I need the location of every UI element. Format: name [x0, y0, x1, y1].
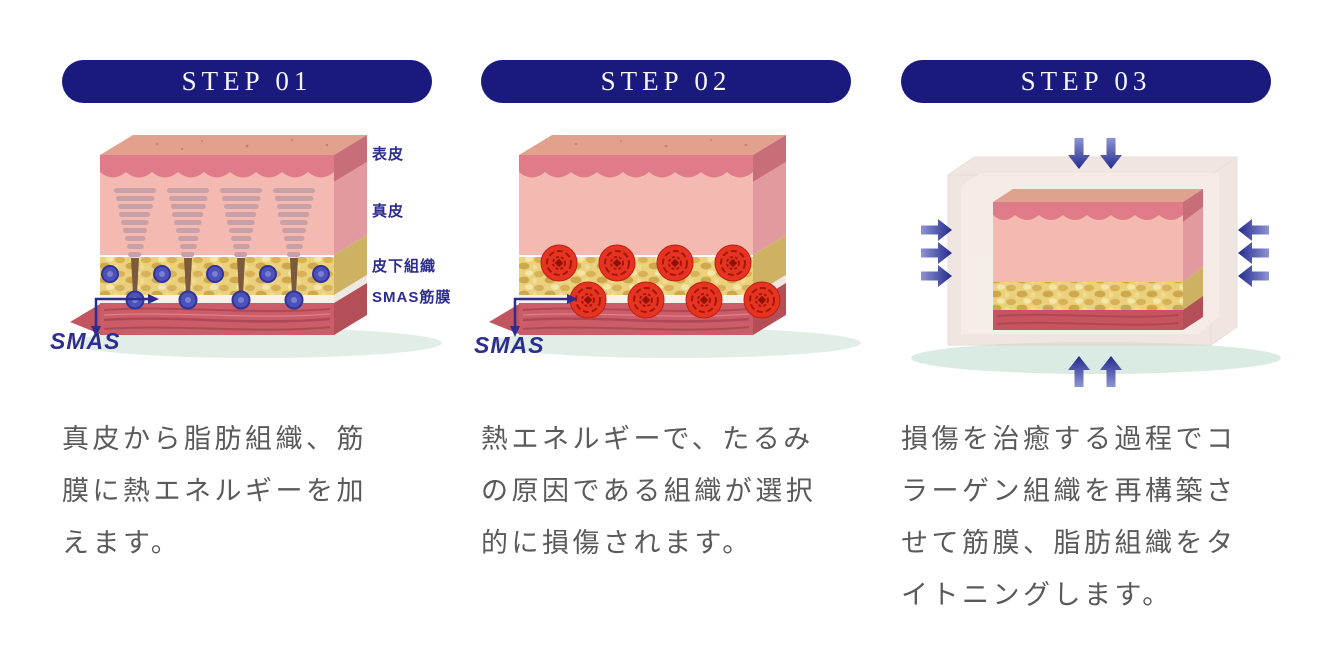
- block-right-face: [334, 135, 367, 335]
- block-top-face: [519, 135, 786, 155]
- description-line: えます。: [62, 528, 182, 558]
- description-line: ラーゲン組織を再構築さ: [901, 476, 1237, 506]
- arrow-left-icon: [1238, 242, 1269, 264]
- cone-tips: [131, 258, 298, 295]
- ground-shadow: [491, 328, 861, 358]
- step-3-column: STEP 03: [901, 60, 1281, 621]
- description-line: イトニングします。: [901, 580, 1173, 610]
- description-line: 的に損傷されます。: [481, 528, 753, 558]
- description-line: せて筋膜、脂肪組織をタ: [901, 528, 1237, 558]
- block-front-face: [489, 155, 781, 335]
- description-line: 膜に熱エネルギーを加: [62, 476, 367, 506]
- layer-label-epidermis: 表皮: [372, 146, 405, 163]
- epidermis-layer: [519, 155, 753, 178]
- description-line: 真皮から脂肪組織、筋: [62, 424, 367, 454]
- muscle-layer: [993, 310, 1183, 330]
- layer-label-smas-fascia: SMAS筋膜: [372, 289, 452, 306]
- arrow-down-icon: [1068, 138, 1090, 169]
- description-line: 熱エネルギーで、たるみ: [481, 424, 814, 454]
- arrow-right-icon: [921, 219, 952, 241]
- epidermis-layer: [993, 202, 1183, 220]
- step-1-column: STEP 01: [50, 60, 450, 569]
- smas-caption: SMAS: [474, 332, 545, 358]
- arrow-right-icon: [921, 242, 952, 264]
- block-front-face: [70, 155, 334, 335]
- step-2-figure: SMAS: [474, 130, 861, 395]
- layer-label-subcutaneous: 皮下組織: [372, 258, 437, 275]
- step-1-badge: STEP 01: [62, 60, 432, 103]
- ultrasound-cones: [114, 188, 315, 257]
- arrow-left-icon: [1238, 219, 1269, 241]
- arrow-left-icon: [1238, 265, 1269, 287]
- thermal-damage-spots: [540, 244, 781, 319]
- step-1-figure: 表皮 真皮 皮下組織 SMAS筋膜 SMAS: [50, 130, 450, 395]
- description-line: 損傷を治癒する過程でコ: [901, 424, 1237, 454]
- smas-caption: SMAS: [50, 328, 121, 354]
- description-line: の原因である組織が選択: [481, 476, 817, 506]
- smas-pointer: [510, 294, 578, 337]
- arrow-up-icon: [1068, 356, 1090, 387]
- block-top-face: [100, 135, 367, 155]
- step-3-badge: STEP 03: [901, 60, 1271, 103]
- arrow-down-icon: [1100, 138, 1122, 169]
- ground-shadow: [911, 342, 1281, 374]
- layer-label-dermis: 真皮: [372, 203, 405, 220]
- epidermis-layer: [100, 155, 334, 178]
- step-2-description: 熱エネルギーで、たるみ の原因である組織が選択 的に損傷されます。: [481, 413, 851, 569]
- tightening-arrows: [921, 138, 1269, 387]
- tightened-block: [993, 189, 1203, 330]
- step-3-description: 損傷を治癒する過程でコ ラーゲン組織を再構築さ せて筋膜、脂肪組織をタ イトニン…: [901, 413, 1271, 621]
- step-2-column: STEP 02: [474, 60, 861, 569]
- skin-diagram-tightening: [911, 138, 1281, 387]
- subcutaneous-fat-layer: [993, 282, 1183, 310]
- smas-pointer: [91, 294, 159, 337]
- smas-gap-layer: [100, 295, 334, 303]
- step-1-description: 真皮から脂肪組織、筋 膜に熱エネルギーを加 えます。: [62, 413, 432, 569]
- step-3-figure: [901, 130, 1281, 395]
- arrow-up-icon: [1100, 356, 1122, 387]
- skin-diagram-thermal-damage: [489, 135, 861, 358]
- skin-diagram-ultrasound-cones: [70, 135, 442, 358]
- arrow-right-icon: [921, 265, 952, 287]
- step-2-badge: STEP 02: [481, 60, 851, 103]
- ground-shadow: [72, 328, 442, 358]
